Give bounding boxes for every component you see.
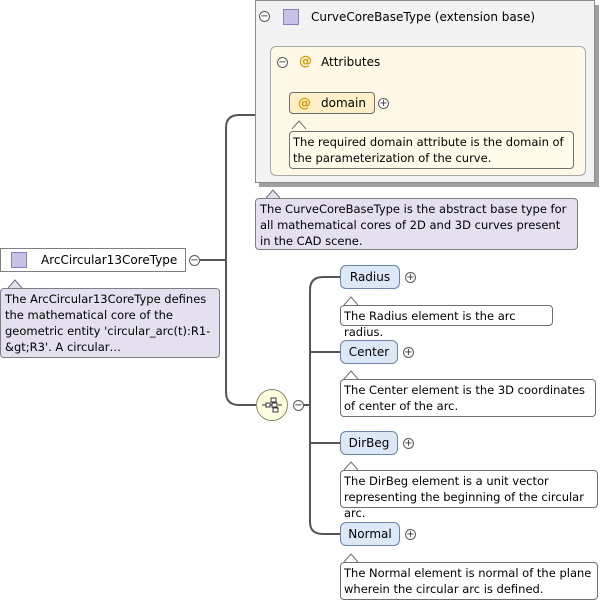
extension-doc-text: The CurveCoreBaseType is the abstract ba… bbox=[260, 202, 567, 248]
radius-connector bbox=[309, 276, 340, 291]
sequence-icon bbox=[262, 397, 282, 413]
normal-documentation: The Normal element is normal of the plan… bbox=[340, 562, 598, 600]
center-expand-toggle[interactable]: + bbox=[403, 347, 414, 358]
extension-title: CurveCoreBaseType (extension base) bbox=[311, 10, 536, 24]
sequence-connector bbox=[225, 260, 256, 406]
attributes-title: Attributes bbox=[321, 55, 381, 69]
extension-box: − CurveCoreBaseType (extension base) − @… bbox=[255, 0, 595, 183]
normal-connector bbox=[309, 521, 340, 535]
attribute-group-icon: @ bbox=[299, 54, 312, 69]
center-element-name: Center bbox=[348, 345, 390, 359]
dirbeg-element[interactable]: DirBeg bbox=[340, 431, 398, 455]
root-documentation: The ArcCircular13CoreType defines the ma… bbox=[0, 288, 220, 358]
radius-doc-text: The Radius element is the arc radius. bbox=[344, 309, 516, 339]
dirbeg-expand-toggle[interactable]: + bbox=[403, 438, 414, 449]
sequence-collapse-toggle[interactable]: − bbox=[293, 400, 304, 411]
radius-element-name: Radius bbox=[349, 270, 391, 284]
domain-doc-text: The required domain attribute is the dom… bbox=[293, 135, 564, 165]
normal-doc-text: The Normal element is normal of the plan… bbox=[344, 566, 592, 596]
attribute-icon: @ bbox=[298, 95, 311, 111]
attributes-collapse-toggle[interactable]: − bbox=[277, 57, 288, 68]
radius-element[interactable]: Radius bbox=[340, 265, 400, 289]
radius-expand-toggle[interactable]: + bbox=[405, 272, 416, 283]
sequence-compositor[interactable] bbox=[256, 389, 288, 421]
root-type-name: ArcCircular13CoreType bbox=[41, 253, 178, 267]
domain-documentation: The required domain attribute is the dom… bbox=[289, 131, 574, 169]
domain-attribute-box[interactable]: @ domain bbox=[289, 92, 375, 114]
dirbeg-element-name: DirBeg bbox=[348, 436, 390, 450]
radius-documentation: The Radius element is the arc radius. bbox=[340, 305, 553, 339]
normal-element[interactable]: Normal bbox=[340, 522, 400, 546]
complex-type-icon bbox=[11, 252, 27, 268]
center-documentation: The Center element is the 3D coordinates… bbox=[340, 379, 596, 417]
root-type-box[interactable]: ArcCircular13CoreType bbox=[0, 248, 186, 272]
center-element[interactable]: Center bbox=[340, 340, 398, 364]
domain-attribute-name: domain bbox=[321, 96, 366, 110]
normal-expand-toggle[interactable]: + bbox=[405, 529, 416, 540]
attributes-group: − @ Attributes @ domain + The required d… bbox=[270, 46, 586, 176]
root-doc-text: The ArcCircular13CoreType defines the ma… bbox=[5, 292, 211, 354]
dirbeg-doc-text: The DirBeg element is a unit vector repr… bbox=[344, 474, 584, 520]
extension-documentation: The CurveCoreBaseType is the abstract ba… bbox=[255, 198, 578, 250]
domain-expand-toggle[interactable]: + bbox=[378, 98, 389, 109]
center-doc-text: The Center element is the 3D coordinates… bbox=[344, 383, 586, 413]
normal-element-name: Normal bbox=[348, 527, 392, 541]
extension-collapse-toggle[interactable]: − bbox=[259, 11, 270, 22]
root-collapse-toggle[interactable]: − bbox=[189, 255, 200, 266]
dirbeg-documentation: The DirBeg element is a unit vector repr… bbox=[340, 470, 598, 520]
extension-connector bbox=[225, 114, 271, 260]
base-type-icon bbox=[283, 9, 299, 25]
